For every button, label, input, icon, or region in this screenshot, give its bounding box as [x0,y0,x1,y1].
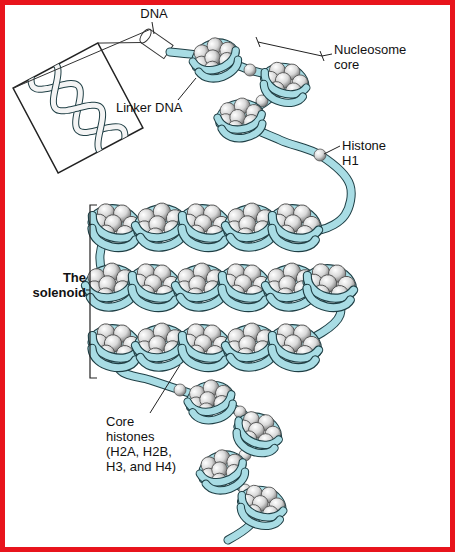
dna-wrap-front-outline [269,348,316,371]
nucleosome [266,319,323,372]
dna-wrap-front-outline [219,288,266,311]
histone-h1 [174,384,186,396]
linker-dna-outline [100,52,351,540]
part-label: Linker DNA [116,100,196,115]
dna-wrap-front-outline [179,348,226,371]
dna-wrap-front-outline [237,507,280,530]
part-label: Histone H1 [342,138,396,168]
dna-wrap-front-outline [260,84,303,107]
dna-wrap-front [219,288,266,311]
dna-wrap-front [179,348,226,371]
nucleosome [230,406,286,459]
dna-wrap-front-outline [199,58,242,84]
dimension-tick [256,37,260,47]
solenoid-bracket [86,205,97,378]
histone-h1 [314,149,326,161]
part-label: Nucleosome core [334,42,410,72]
leader-line [322,54,332,56]
dna-wrap-front [89,228,136,251]
nucleosome [187,32,243,85]
dna-wrap-front [199,58,242,84]
structure-label: The solenoid [24,270,86,300]
linker-dna [100,52,351,540]
nucleosome [183,375,237,425]
nucleosome [194,444,250,497]
dna-wrap-front-outline [193,402,236,425]
nucleosome [266,199,323,252]
part-label: Core histones (H2A, H2B, H3, and H4) [106,414,180,474]
dna-wrap-front-outline [89,348,136,371]
dna-wrap-front [304,288,351,311]
dna-wrap-front [179,228,226,251]
frame-border [3,3,453,550]
dna-wrap-front [269,228,316,251]
dna-wrap-front-outline [179,228,226,251]
zoom-line [13,29,150,88]
dna-wrap-front-outline [304,288,351,311]
dna-wrap-front [129,288,176,311]
dna-wrap-front-outline [269,228,316,251]
nucleosome [258,57,312,107]
dimension-line [258,42,322,56]
zoom-line [98,42,141,44]
dna-wrap-front [89,348,136,371]
leader-line [152,22,154,34]
dna-wrap-front [222,122,265,142]
dna-wrap-front-outline [129,288,176,311]
dna-wrap-front-outline [222,122,265,142]
leader-line [178,78,196,100]
leader-line [150,365,180,413]
part-label: DNA [132,6,176,21]
nucleosome [235,480,289,530]
dna-wrap-front-outline [89,228,136,251]
dna-wrap-front [193,402,236,425]
dna-wrap-front [269,348,316,371]
dna-wrap-front [260,84,303,107]
leader-line [324,146,340,154]
nucleosome [301,259,358,312]
dna-wrap-front [237,507,280,530]
nucleosome [214,95,265,142]
chromatin-fibre [81,32,358,540]
histone-h1 [244,64,256,76]
